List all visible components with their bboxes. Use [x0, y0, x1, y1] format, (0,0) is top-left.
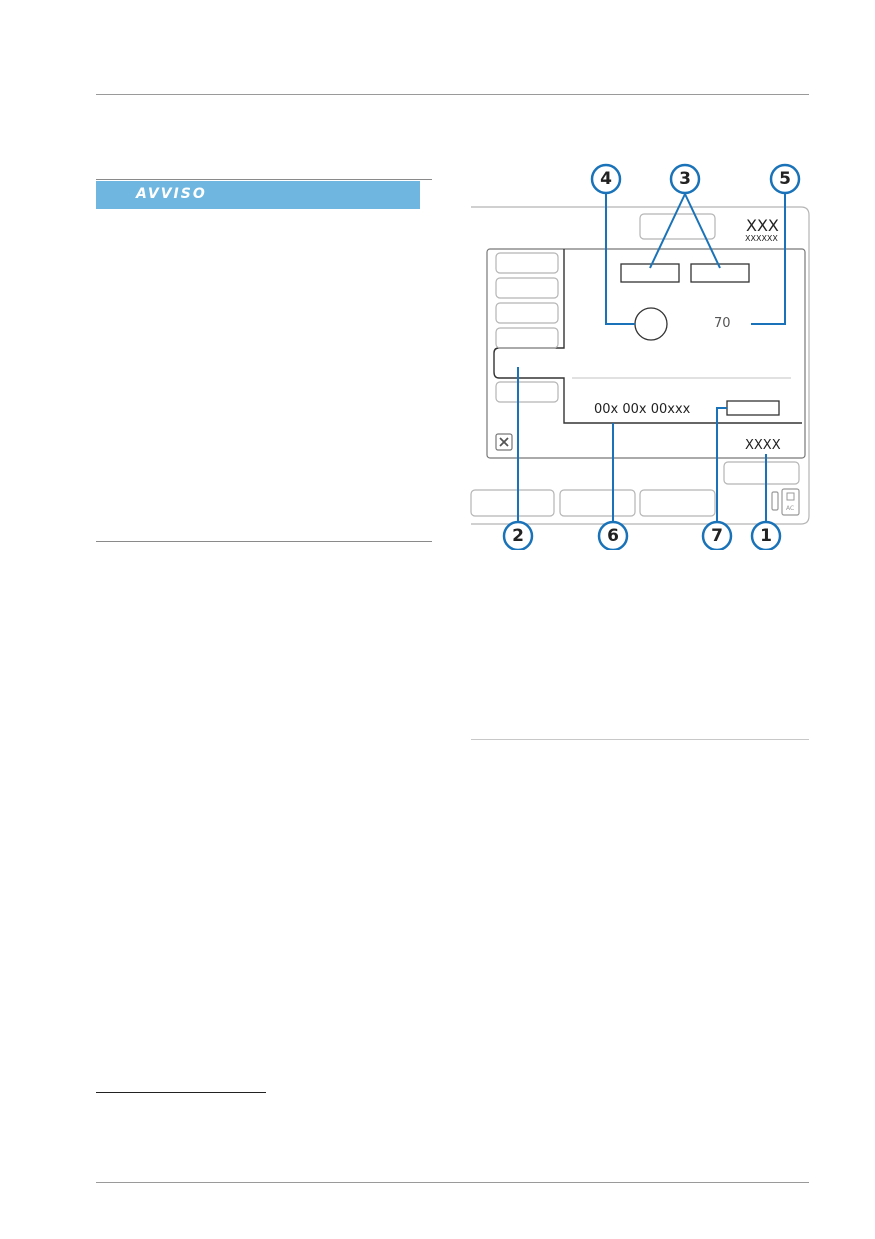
notice-header: AVVISO — [96, 181, 420, 209]
content-panel-outline — [493, 249, 802, 424]
notice-title: AVVISO — [136, 186, 207, 202]
screen-diagram: XXX XXXXXX 70 00x 00x 00xxx XXXX AC 4 3 … — [469, 160, 814, 550]
footer-rule — [96, 1182, 809, 1183]
callout-4: 4 — [600, 169, 612, 189]
bottom-tab-2 — [559, 489, 636, 517]
callout-7: 7 — [711, 526, 723, 546]
notice-bottom-border — [96, 541, 432, 542]
close-icon — [495, 433, 513, 451]
power-label: AC — [786, 505, 795, 512]
figure-bottom-rule — [471, 739, 809, 740]
device-frame — [471, 206, 810, 525]
top-right-title: XXX — [746, 216, 779, 235]
top-right-subtitle: XXXXXX — [745, 234, 778, 243]
bottom-tab-1 — [470, 489, 555, 517]
timestamp: 00x 00x 00xxx — [594, 402, 691, 417]
left-tab-3 — [495, 302, 559, 324]
left-tab-4 — [495, 327, 559, 349]
small-button — [726, 400, 780, 416]
footnote-rule — [96, 1092, 266, 1093]
left-tab-1 — [495, 252, 559, 274]
callout-5: 5 — [779, 169, 791, 189]
header-rule — [96, 94, 809, 95]
left-tab-6 — [495, 381, 559, 403]
callout-leaders — [517, 193, 786, 521]
ac-power-icon — [781, 488, 800, 516]
callout-6: 6 — [607, 526, 619, 546]
notice-top-border — [96, 179, 432, 180]
button-right — [690, 263, 750, 283]
right-button — [723, 461, 800, 485]
callout-3: 3 — [679, 169, 691, 189]
value-readout: 70 — [714, 316, 731, 331]
callout-2: 2 — [512, 526, 524, 546]
dialog-window — [486, 248, 806, 459]
bottom-tab-3 — [639, 489, 716, 517]
left-tab-2 — [495, 277, 559, 299]
battery-icon — [771, 491, 779, 511]
callout-1: 1 — [760, 526, 772, 546]
button-left — [620, 263, 680, 283]
bottom-label: XXXX — [745, 438, 781, 453]
status-circle — [634, 307, 668, 341]
callout-circles — [502, 163, 801, 550]
top-tab — [639, 213, 716, 240]
